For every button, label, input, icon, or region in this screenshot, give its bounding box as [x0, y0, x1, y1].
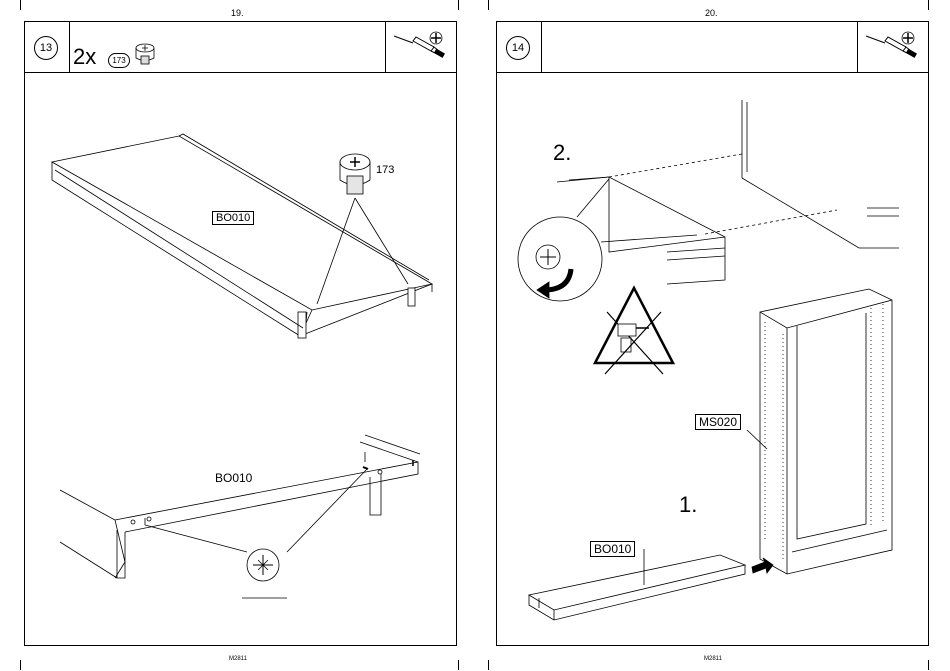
page-number-left: 19.: [231, 8, 244, 18]
crop-mark: [488, 0, 489, 10]
footer-right: M2811: [704, 656, 722, 662]
shelf-label-top: BO010: [212, 211, 254, 225]
step-14-illustration: [497, 22, 930, 647]
left-page: 13 2x 173: [24, 21, 457, 646]
step-13-illustration: [25, 22, 458, 647]
crop-mark: [928, 0, 929, 10]
crop-mark: [20, 0, 21, 10]
crop-mark: [488, 660, 489, 670]
crop-mark: [458, 660, 459, 670]
page-number-right: 20.: [705, 8, 718, 18]
right-page: 14: [496, 21, 929, 646]
crop-mark: [928, 660, 929, 670]
step-2-label: 2.: [553, 140, 571, 166]
crop-mark: [458, 0, 459, 10]
shelf-label-bottom: BO010: [215, 471, 252, 485]
callout-part-number: 173: [376, 164, 394, 176]
shelf-label: BO010: [590, 541, 635, 557]
step-1-label: 1.: [679, 492, 697, 518]
footer-left: M2811: [229, 656, 247, 662]
crop-mark: [20, 660, 21, 670]
side-panel-label: MS020: [695, 414, 741, 430]
